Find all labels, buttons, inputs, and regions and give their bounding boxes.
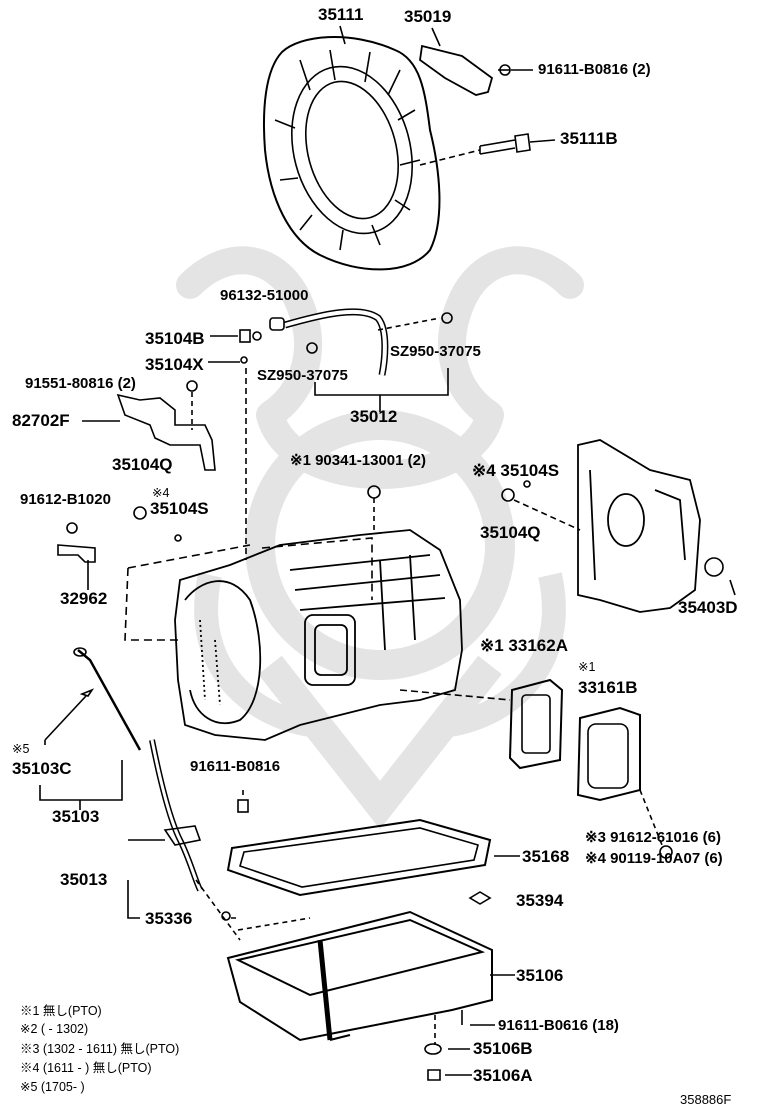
- transmission-case-drawing: [174, 529, 463, 741]
- label-35013: 35013: [60, 870, 108, 889]
- figure-code: 358886F: [680, 1092, 732, 1107]
- label-sz950-37075-a: SZ950-37075: [390, 343, 481, 360]
- extension-housing-drawing: [577, 439, 701, 613]
- oil-pan-drawing: [226, 910, 493, 1042]
- label-35104b: 35104B: [145, 329, 205, 348]
- footnote-1: ※1 無し(PTO): [20, 1004, 102, 1018]
- label-91612-61016: ※3 91612-61016 (6): [585, 829, 721, 846]
- label-35104q-b: 35104Q: [480, 523, 541, 542]
- label-35012: 35012: [350, 407, 398, 426]
- label-35111b: 35111B: [560, 129, 618, 148]
- cover-plate-drawing: [419, 44, 494, 96]
- label-90119-10a07: ※4 90119-10A07 (6): [585, 850, 723, 867]
- footnote-3: ※3 (1302 - 1611) 無し(PTO): [20, 1042, 180, 1056]
- label-91611-b0816-2: 91611-B0816 (2): [538, 61, 651, 78]
- label-35403d: 35403D: [678, 598, 738, 617]
- footnote-5: ※5 (1705- ): [20, 1080, 85, 1094]
- label-96132-51000: 96132-51000: [220, 287, 309, 304]
- label-35104q-a: 35104Q: [112, 455, 173, 474]
- label-35104x: 35104X: [145, 355, 204, 374]
- label-35394: 35394: [516, 891, 564, 910]
- label-91611-b0616: 91611-B0616 (18): [498, 1017, 619, 1034]
- label-91612-b1020: 91612-B1020: [20, 491, 111, 508]
- watermark-emblem: [176, 246, 584, 830]
- label-35103: 35103: [52, 807, 100, 826]
- label-91551-80816: 91551-80816 (2): [25, 375, 136, 392]
- label-35019: 35019: [404, 7, 452, 26]
- bolt-drawing-1: [498, 64, 511, 76]
- label-33162a: ※1 33162A: [480, 636, 568, 655]
- label-35106: 35106: [516, 966, 564, 985]
- label-35103c: 35103C: [12, 759, 72, 778]
- label-91611-b0816: 91611-B0816: [190, 758, 281, 775]
- label-32962: 32962: [60, 589, 108, 608]
- bell-housing-drawing: [263, 36, 441, 271]
- label-90341-13001: ※1 90341-13001 (2): [290, 452, 426, 469]
- label-35104s-b: ※4 35104S: [472, 461, 560, 480]
- label-35106a: 35106A: [473, 1066, 533, 1085]
- bolt-drawing-2: [479, 133, 531, 155]
- footnote-4: ※4 (1611 - ) 無し(PTO): [20, 1061, 152, 1075]
- label-35106b: 35106B: [473, 1039, 533, 1058]
- label-35111: 35111: [318, 5, 364, 24]
- label-35336: 35336: [145, 909, 193, 928]
- label-82702f: 82702F: [12, 411, 70, 430]
- label-33161b: 33161B: [578, 678, 638, 697]
- footnote-2: ※2 ( - 1302): [20, 1022, 89, 1036]
- note-mark-4: ※4: [152, 486, 170, 500]
- label-sz950-37075-b: SZ950-37075: [257, 367, 348, 384]
- note-mark-1: ※1: [578, 660, 596, 674]
- bracket-drawing: [116, 393, 216, 471]
- label-35168: 35168: [522, 847, 570, 866]
- note-mark-5: ※5: [12, 742, 30, 756]
- label-35104s-a: 35104S: [150, 499, 209, 518]
